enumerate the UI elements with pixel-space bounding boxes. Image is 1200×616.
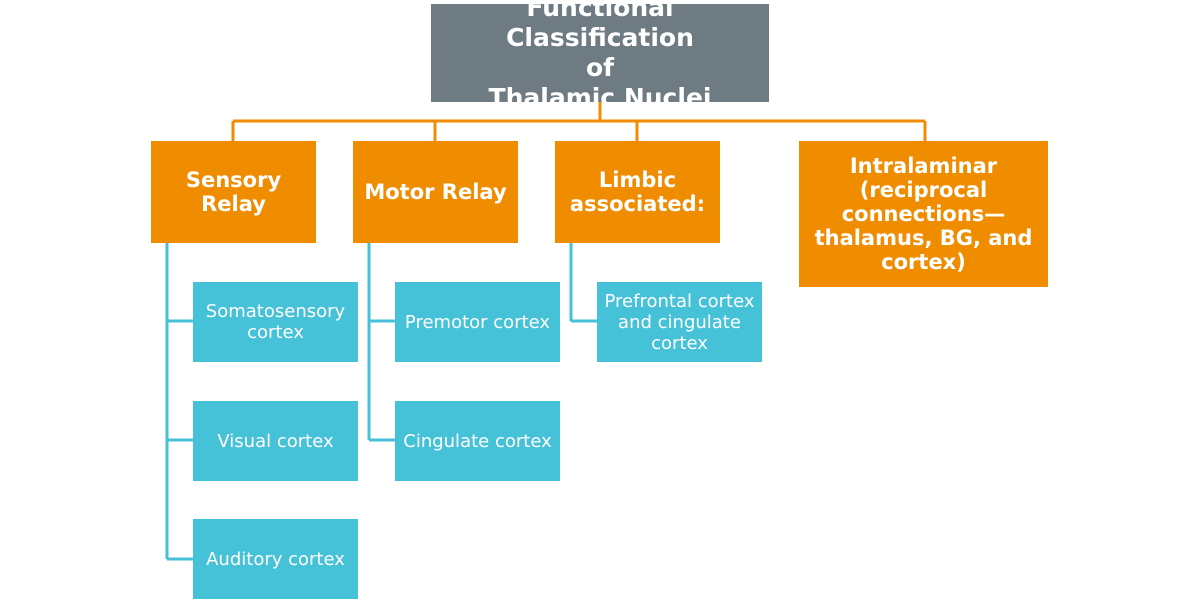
category-limbic-associated: Limbic associated: [555,141,720,243]
leaf-prefrontal-cingulate-cortex: Prefrontal cortex and cingulate cortex [597,282,762,362]
category-motor-relay: Motor Relay [353,141,518,243]
leaf-label: Prefrontal cortex and cingulate cortex [604,290,755,354]
category-label: Limbic associated: [569,168,706,216]
root-title-box: Functional Classification of Thalamic Nu… [431,0,769,112]
category-sensory-relay: Sensory Relay [151,141,316,243]
leaf-premotor-cortex: Premotor cortex [395,282,560,362]
category-label: Sensory Relay [185,168,282,216]
leaf-label: Cingulate cortex [403,430,552,452]
leaf-somatosensory-cortex: Somatosensory cortex [193,282,358,362]
leaf-visual-cortex: Visual cortex [193,401,358,481]
leaf-label: Auditory cortex [206,548,345,570]
category-label: Intralaminar (reciprocal connections— th… [814,154,1033,274]
root-title-line-2: of [585,53,615,82]
leaf-label: Premotor cortex [404,311,551,333]
leaf-label: Somatosensory cortex [205,301,346,343]
leaf-label: Visual cortex [217,430,334,452]
root-title-line-3: Thalamic Nuclei [488,83,712,112]
category-intralaminar: Intralaminar (reciprocal connections— th… [799,141,1048,287]
leaf-auditory-cortex: Auditory cortex [193,519,358,599]
category-label: Motor Relay [364,180,507,204]
root-title-line-1: Functional Classification [506,0,694,52]
leaf-cingulate-cortex: Cingulate cortex [395,401,560,481]
